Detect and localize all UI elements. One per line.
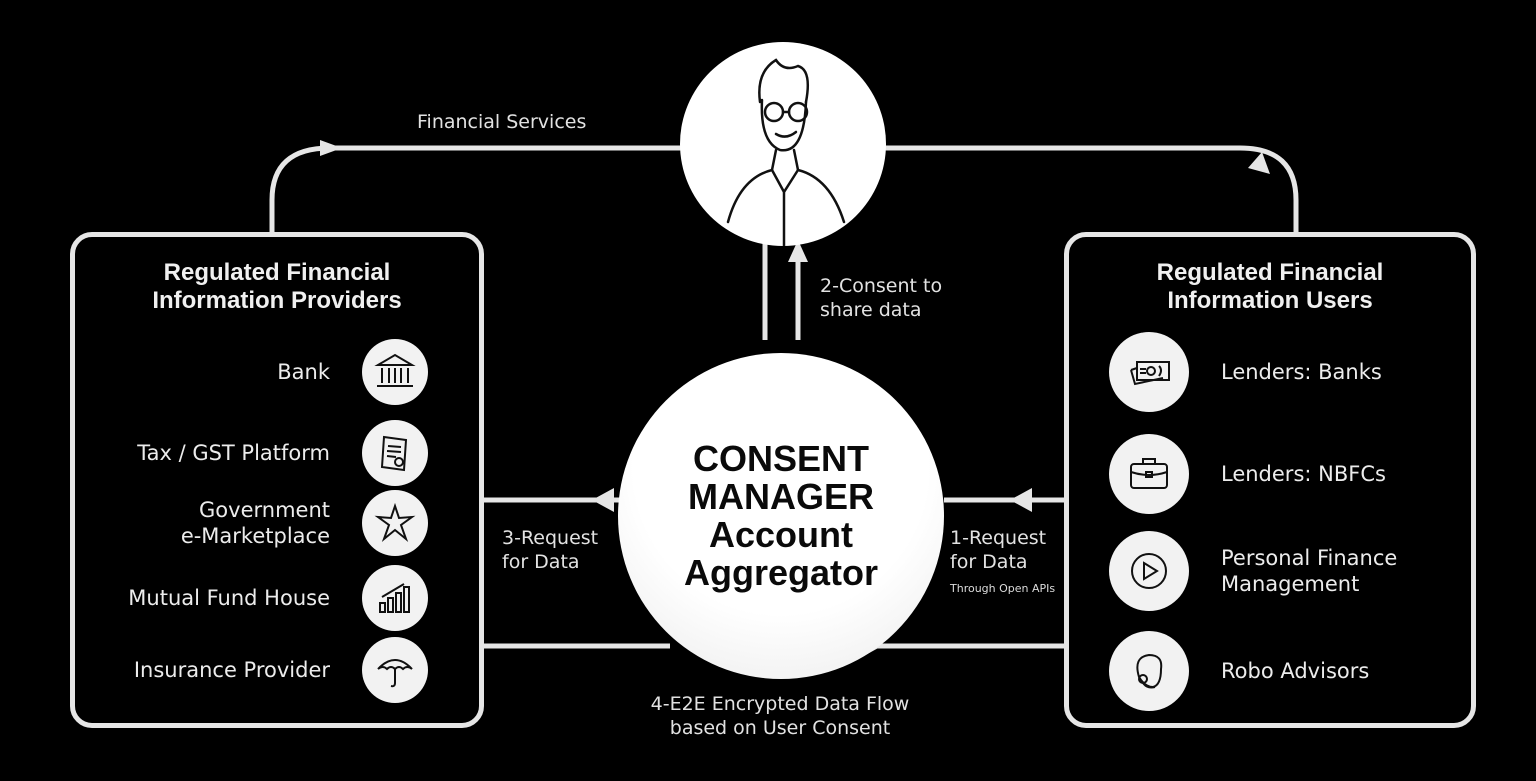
step4-line2: based on User Consent [669,717,891,739]
user-label: Lenders: Banks [1221,360,1382,384]
user-lenders-nbfcs: Lenders: NBFCs [1109,434,1386,514]
center-title-line1: CONSENT [692,438,869,479]
provider-label-line1: Government [199,498,330,522]
financial-services-label: Financial Services [417,111,587,133]
briefcase-icon [1109,434,1189,514]
step3-label: 3-Request for Data [502,526,598,574]
users-title-line1: Regulated Financial [1156,259,1384,286]
provider-label: Mutual Fund House [128,586,330,610]
user-robo-advisors: Robo Advisors [1109,631,1369,711]
arrow-request-right [1010,488,1032,512]
tax-document-icon [362,420,428,486]
user-label-line1: Personal Finance [1221,546,1398,570]
consent-manager-circle: CONSENT MANAGER Account Aggregator [618,353,944,679]
provider-insurance: Insurance Provider [120,637,428,703]
step2-line2: share data [820,299,922,321]
bank-icon [362,339,428,405]
user-label-line2: Management [1221,572,1360,596]
provider-label: Government e-Marketplace [120,497,330,549]
step3-line2: for Data [502,551,580,573]
providers-title: Regulated Financial Information Provider… [75,259,479,315]
user-label: Personal Finance Management [1221,545,1397,597]
provider-gem: Government e-Marketplace [120,490,428,556]
center-title-line2: MANAGER [688,476,874,517]
step1-label: 1-Request for Data [950,526,1046,574]
user-pfm: Personal Finance Management [1109,531,1397,611]
step2-label: 2-Consent to share data [820,274,942,322]
cash-icon [1109,332,1189,412]
providers-box: Regulated Financial Information Provider… [70,232,484,728]
step1-note: Through Open APIs [950,582,1056,595]
center-title-line3: Account [709,514,853,555]
center-title-line4: Aggregator [683,552,878,593]
step4-line1: 4-E2E Encrypted Data Flow [650,693,910,715]
umbrella-icon [362,637,428,703]
headset-icon [1109,631,1189,711]
provider-label: Tax / GST Platform [137,441,330,465]
provider-label-line2: e-Marketplace [180,524,330,548]
provider-bank: Bank [120,339,428,405]
financial-services-line [269,145,684,232]
user-lenders-banks: Lenders: Banks [1109,332,1382,412]
arrow-consent-up [788,240,808,262]
step2-line1: 2-Consent to [820,275,943,297]
providers-title-line2: Information Providers [152,287,402,314]
provider-tax: Tax / GST Platform [120,420,428,486]
user-label: Robo Advisors [1221,659,1370,683]
user-avatar [680,42,886,246]
step3-line1: 3-Request [502,527,599,549]
star-burst-icon [362,490,428,556]
step1-line1: 1-Request [950,527,1047,549]
user-avatar-illustration [726,58,846,246]
arrow-financial-right [1248,152,1270,174]
provider-label: Bank [277,360,330,384]
users-title: Regulated Financial Information Users [1069,259,1471,315]
provider-label: Insurance Provider [133,658,330,682]
step1-line2: for Data [950,551,1028,573]
users-title-line2: Information Users [1167,287,1373,314]
arrow-financial-left [320,140,342,156]
user-label: Lenders: NBFCs [1221,462,1386,486]
bar-growth-icon [362,565,428,631]
arrow-request-left [592,488,614,512]
users-box: Regulated Financial Information Users Le… [1064,232,1476,728]
play-icon [1109,531,1189,611]
providers-title-line1: Regulated Financial [163,259,391,286]
provider-mutual-fund: Mutual Fund House [120,565,428,631]
financial-services-line-right [884,145,1299,232]
step4-label: 4-E2E Encrypted Data Flow based on User … [0,692,1536,740]
